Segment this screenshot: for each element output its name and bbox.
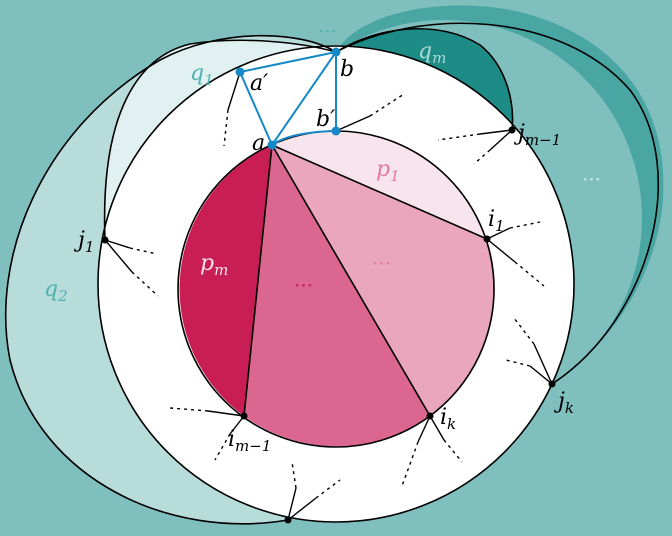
edge — [529, 365, 553, 385]
label-a-prime: a′ — [250, 71, 268, 96]
dashed-edge — [214, 433, 231, 461]
chord-a-im1 — [243, 144, 273, 417]
label-ellipsis-center-right: ··· — [372, 251, 391, 275]
label-p-m: pm — [200, 251, 228, 279]
region-pm — [179, 145, 272, 416]
edge — [104, 239, 131, 249]
edge — [335, 115, 371, 132]
vertex-a-prime — [235, 67, 245, 77]
vertex-a — [267, 140, 277, 150]
label-i-1: i1 — [488, 207, 505, 235]
label-q-m: qm — [418, 39, 446, 67]
dashed-edge — [509, 221, 541, 229]
region-p1 — [272, 145, 495, 416]
dashed-edge — [443, 439, 463, 463]
blue-path — [238, 50, 337, 146]
vertex-j-1 — [101, 236, 109, 244]
label-ellipsis-right: ··· — [582, 167, 601, 191]
edge — [287, 497, 317, 521]
dashed-edge — [223, 109, 229, 147]
vertex-i-k — [426, 412, 434, 420]
label-b: b — [340, 57, 354, 82]
chord-a-ik — [271, 144, 431, 417]
edge — [104, 239, 133, 273]
vertex-i-1 — [483, 235, 491, 243]
region-q1 — [104, 40, 337, 241]
region-middle — [244, 145, 430, 447]
edge — [229, 415, 245, 435]
label-q-1: q1 — [190, 61, 214, 89]
label-b-prime: b′ — [316, 107, 335, 132]
vertex-b-prime — [331, 126, 341, 136]
dashed-edge — [131, 271, 159, 297]
label-a: a — [252, 131, 265, 156]
vertex-i-m-1 — [240, 412, 248, 420]
qm-boundary — [335, 27, 514, 131]
outer-circle — [97, 45, 575, 523]
vertex-j-m-1 — [508, 126, 516, 134]
label-ellipsis-top: ··· — [318, 19, 337, 43]
label-ellipsis-center: ··· — [294, 273, 313, 297]
edge — [417, 415, 431, 443]
chord-a-i1 — [271, 144, 488, 240]
label-i-m-1: im−1 — [228, 427, 271, 455]
edge — [227, 71, 241, 111]
edge — [486, 227, 511, 240]
edge — [489, 129, 513, 151]
edge — [287, 487, 297, 521]
edge — [207, 410, 245, 417]
label-p-1: p1 — [376, 157, 400, 185]
blue-chord-a-b — [271, 51, 337, 146]
dashed-edge — [513, 317, 535, 345]
edge — [429, 415, 445, 441]
label-q-2: q2 — [44, 277, 68, 305]
dashed-edge — [129, 247, 158, 255]
label-i-k: ik — [440, 405, 456, 433]
edge — [486, 238, 516, 263]
dashed-edge — [437, 133, 481, 141]
edge — [479, 129, 513, 135]
dashed-edge — [401, 441, 419, 487]
vertex-b — [331, 47, 341, 57]
vertex-j-k — [548, 380, 556, 388]
q1-boundary — [103, 39, 337, 241]
outer-teal-boundary — [335, 22, 659, 385]
vertex-bottom — [284, 516, 292, 524]
q2-boundary — [4, 34, 337, 525]
region-q2 — [5, 35, 336, 524]
dashed-edge — [291, 461, 297, 489]
dashed-edge — [315, 479, 341, 499]
edge — [533, 343, 553, 385]
